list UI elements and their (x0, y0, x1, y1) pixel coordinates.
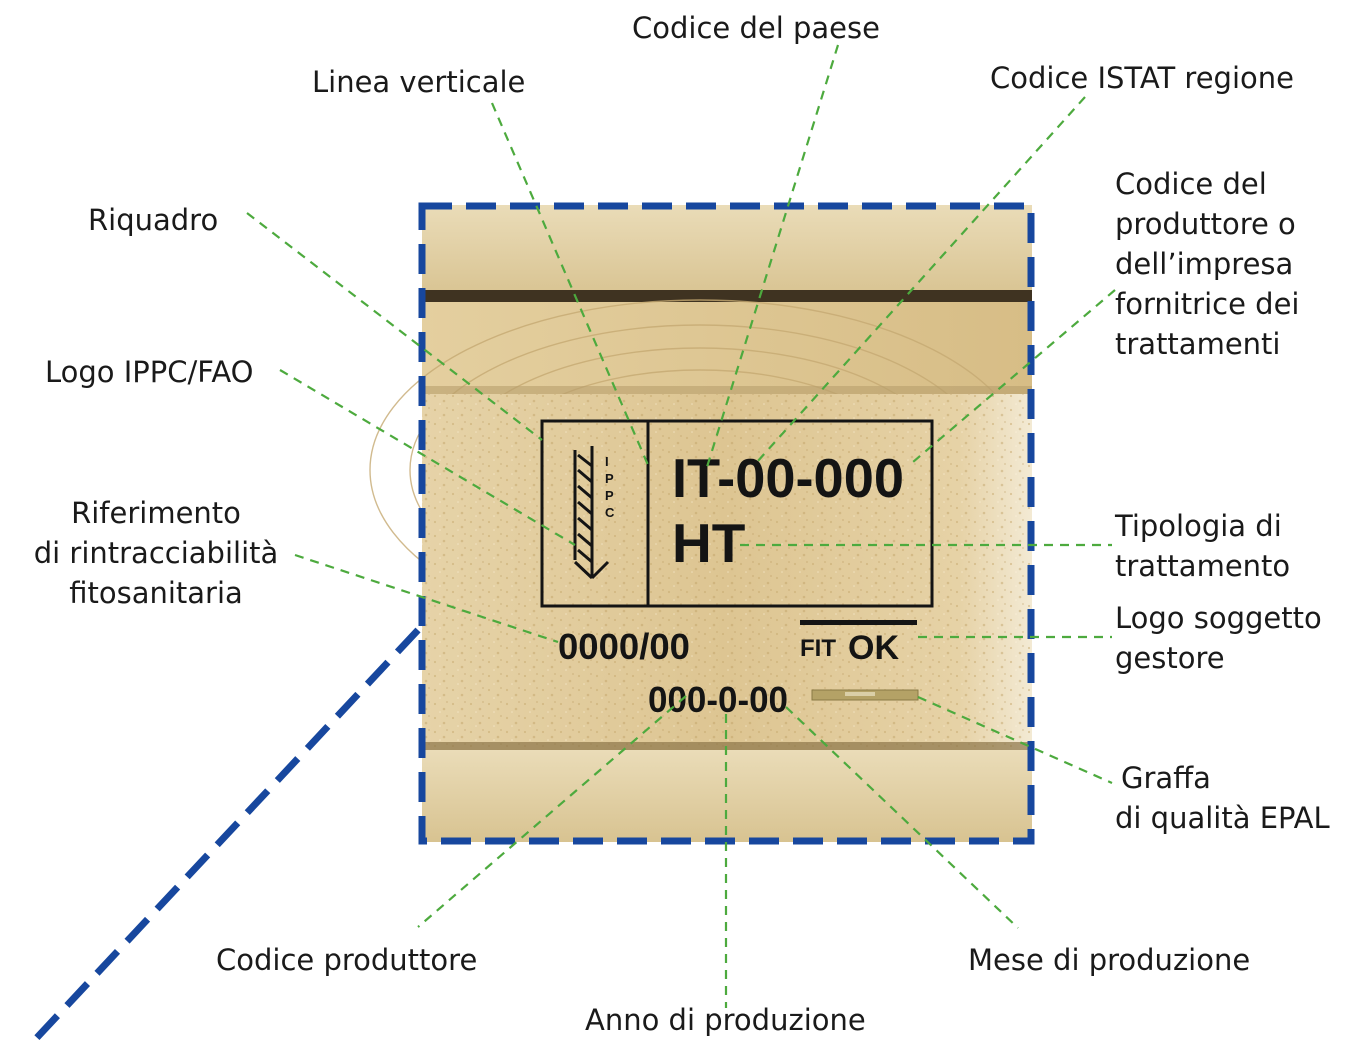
label-codice-paese: Codice del paese (632, 11, 880, 45)
label-line: Codice del (1115, 167, 1267, 201)
label-line: Logo soggetto (1115, 601, 1322, 635)
label-line: Graffa (1121, 761, 1211, 795)
label-tipologia: Tipologia di trattamento (1115, 506, 1290, 586)
leader-codice-paese (705, 44, 840, 468)
label-mese: Mese di produzione (968, 943, 1251, 977)
ippc-letter: P (605, 488, 614, 503)
label-line: gestore (1115, 641, 1225, 675)
leader-graffa (917, 695, 1113, 785)
label-line: fitosanitaria (69, 576, 243, 610)
ippc-wheat-icon (573, 446, 610, 580)
label-riferimento: Riferimento di rintracciabilità fitosani… (0, 493, 312, 613)
fitok-logo-fit: FIT (800, 635, 836, 662)
stamp-treatment: HT (672, 512, 745, 574)
fitok-logo: FIT OK (800, 620, 917, 667)
leader-riferimento (294, 553, 559, 644)
leader-codice-istat (756, 96, 1086, 463)
label-logo-ippc: Logo IPPC/FAO (45, 355, 254, 389)
label-line: Riferimento (71, 496, 241, 530)
epal-staple-highlight (845, 692, 875, 696)
leader-riquadro (246, 212, 543, 441)
label-codice-produttore-impresa: Codice del produttore o dell’impresa for… (1115, 164, 1299, 364)
label-riquadro: Riquadro (88, 203, 219, 237)
label-codice-istat: Codice ISTAT regione (990, 61, 1294, 95)
pallet-photo (369, 205, 1032, 842)
label-line: trattamento (1115, 549, 1291, 583)
ippc-letter: I (605, 454, 609, 469)
label-line: trattamenti (1115, 327, 1281, 361)
stamp-code-line: IT-00-000 (672, 447, 904, 509)
zoom-pointer-line (27, 627, 421, 1048)
label-graffa: Graffa di qualità EPAL (1115, 758, 1330, 838)
label-line: dell’impresa (1115, 247, 1294, 281)
ippc-letter: C (605, 505, 615, 520)
fitok-logo-ok: OK (848, 629, 899, 667)
block-shadow (422, 386, 1032, 396)
leader-linea-verticale (490, 102, 650, 466)
leader-mese (785, 706, 1019, 929)
top-board (422, 205, 1032, 298)
label-codice-produttore: Codice produttore (216, 943, 478, 977)
label-line: Tipologia di (1115, 509, 1282, 543)
ippc-letter: P (605, 471, 614, 486)
label-line: fornitrice dei (1115, 287, 1300, 321)
zoom-frame (418, 202, 1035, 845)
board-gap (422, 290, 1032, 304)
stamp-frame (540, 419, 934, 608)
marked-board-texture (422, 394, 1032, 750)
label-line: di rintracciabilità (33, 536, 279, 570)
leader-codice-produttore-impresa (912, 289, 1116, 463)
stamp-traceability: 0000/00 (558, 626, 690, 667)
label-anno: Anno di produzione (585, 1003, 866, 1037)
leader-lines (246, 44, 1116, 1008)
stamp-production-code: 000-0-00 (648, 679, 788, 720)
label-line: di qualità EPAL (1115, 801, 1330, 835)
leader-codice-produttore (417, 695, 687, 928)
label-line: produttore o (1115, 207, 1296, 241)
label-logo-soggetto: Logo soggetto gestore (1115, 598, 1322, 678)
label-linea-verticale: Linea verticale (312, 65, 526, 99)
